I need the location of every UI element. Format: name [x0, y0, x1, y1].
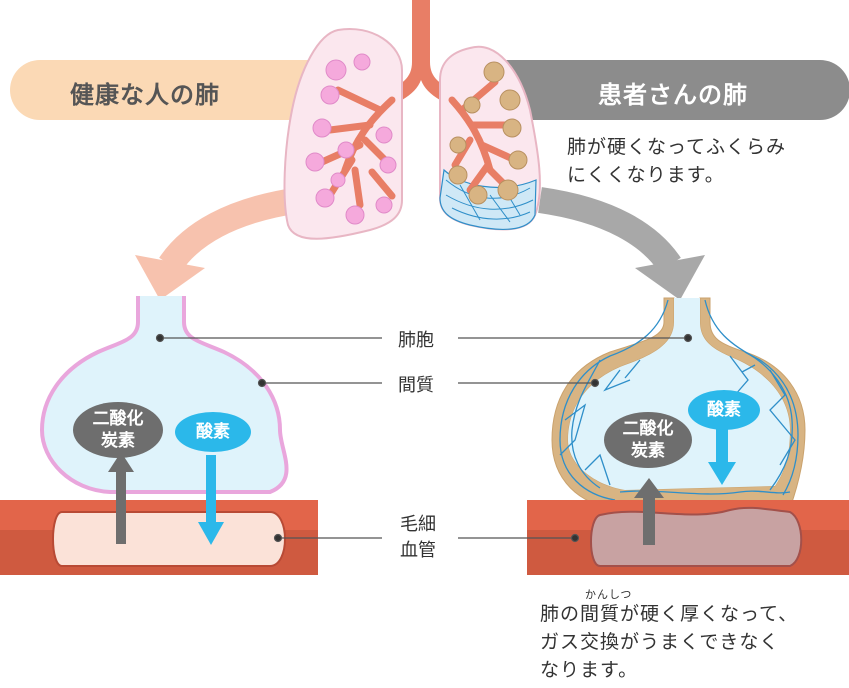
healthy-curve-arrow: [159, 187, 302, 273]
label-capillary: 毛細 血管: [400, 514, 436, 561]
healthy-co2-oval: [73, 402, 163, 458]
patient-capillary-tube: [590, 506, 803, 567]
healthy-banner: [10, 60, 360, 120]
healthy-curve-arrowhead: [135, 255, 205, 300]
patient-fibrosis-network: [559, 299, 799, 501]
healthy-o2-label: 酸素: [196, 422, 230, 442]
healthy-o2-arrow-shaft: [206, 455, 216, 525]
healthy-alveolus: [39, 296, 289, 494]
healthy-o2-oval: [175, 412, 251, 452]
label-alveolus: 肺胞: [398, 330, 434, 351]
patient-co2-label: 二酸化 炭素: [622, 419, 674, 461]
healthy-lung: [283, 27, 403, 240]
patient-banner: [500, 60, 849, 120]
leader-lines: [155, 333, 693, 543]
patient-o2-arrow-head: [708, 462, 736, 485]
healthy-banner-label: 健康な人の肺: [70, 81, 220, 109]
healthy-o2-arrow-head: [198, 522, 224, 545]
healthy-alveolus-duct-cover: [140, 296, 182, 302]
patient-co2-arrow-shaft: [643, 495, 655, 545]
healthy-co2-arrow-shaft: [116, 470, 126, 544]
patient-curve-arrow: [538, 187, 681, 273]
patient-banner-label: 患者さんの肺: [598, 81, 748, 109]
patient-o2-arrow-shaft: [716, 425, 728, 465]
patient-interstitium-note: 肺の間質が硬く厚くなって、 ガス交換がうまくできなく なります。: [540, 603, 799, 681]
patient-lung-fibrosis: [439, 168, 537, 230]
healthy-alveoli-clusters: [305, 53, 397, 225]
trachea: [372, 0, 470, 112]
patient-alveoli-clusters: [448, 61, 528, 205]
healthy-co2-label: 二酸化 炭素: [92, 409, 144, 451]
patient-co2-oval: [604, 412, 692, 468]
patient-lung-note: 肺が硬くなってふくらみ にくくなります。: [567, 136, 787, 186]
patient-o2-label: 酸素: [707, 400, 741, 420]
healthy-capillary-tube: [52, 511, 286, 567]
patient-co2-arrow-head: [634, 478, 664, 498]
interstitium-ruby: かんしつ: [585, 588, 633, 601]
patient-o2-oval: [688, 390, 760, 430]
label-interstitium: 間質: [398, 375, 434, 396]
healthy-co2-arrow-head: [108, 452, 134, 472]
patient-curve-arrowhead: [635, 255, 705, 300]
